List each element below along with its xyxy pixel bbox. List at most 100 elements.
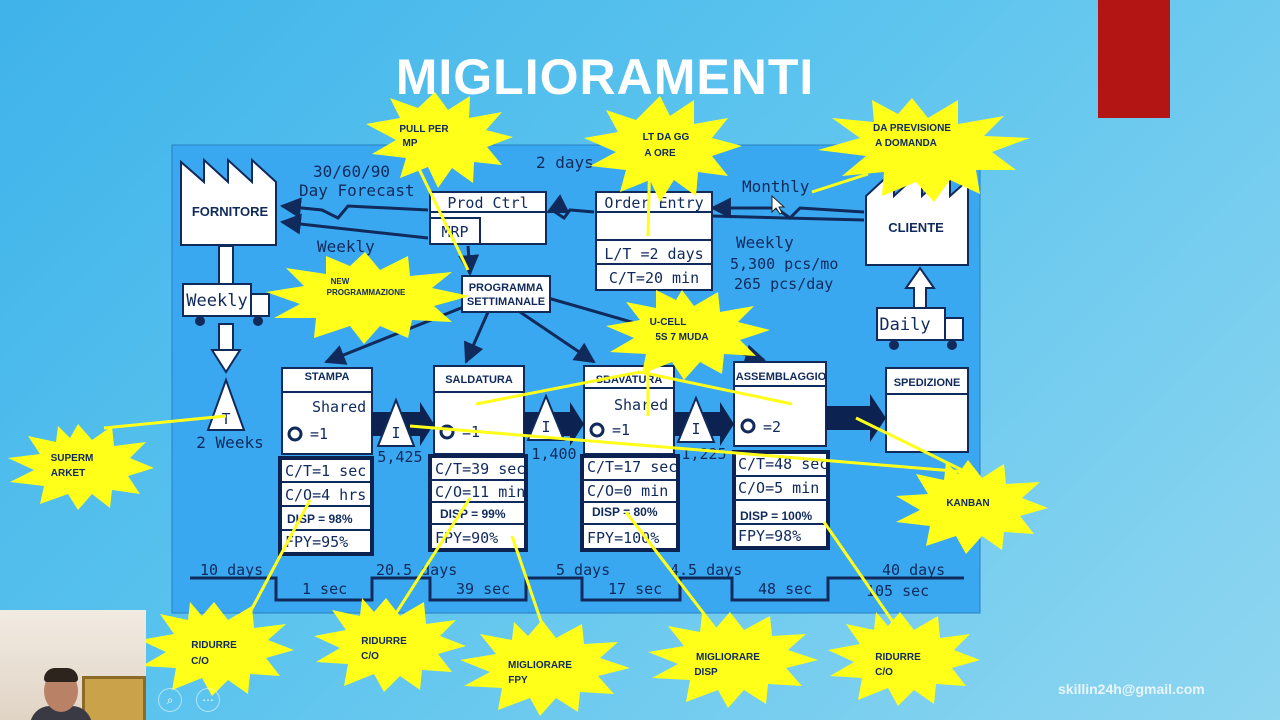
zoom-icon[interactable]: ⌕ [158,688,182,712]
svg-text:C/O=11 min: C/O=11 min [435,483,525,501]
svg-text:FPY=98%: FPY=98% [738,527,801,545]
prod-ctrl-label: Prod Ctrl [447,194,528,212]
svg-text:1 sec: 1 sec [302,580,347,598]
svg-text:NEW: NEW [331,277,350,286]
weekly-left-label: Weekly [317,237,375,256]
svg-text:=2: =2 [763,418,781,436]
production-control: Prod Ctrl MRP [430,192,546,244]
truck-in-label: Weekly [186,291,247,311]
order-ct: C/T=20 min [609,269,699,287]
svg-text:C/O=0 min: C/O=0 min [587,482,668,500]
schedule-line1: PROGRAMMA [469,282,544,294]
svg-text:DISP = 99%: DISP = 99% [440,507,506,521]
svg-text:48 sec: 48 sec [758,580,812,598]
order-entry: Order Entry L/T =2 days C/T=20 min [596,192,712,290]
svg-text:DISP = 80%: DISP = 80% [592,505,658,519]
demand-monthly: 5,300 pcs/mo [730,255,838,273]
svg-text:I: I [391,424,400,442]
burst-migliorare-fpy: MIGLIORARE FPY [460,620,630,716]
svg-text:I: I [541,418,550,436]
burst-migliorare-disp: MIGLIORARE DISP [648,612,818,708]
svg-text:T: T [221,410,230,428]
order-lt: L/T =2 days [604,245,703,263]
svg-text:U-CELL: U-CELL [650,317,687,328]
two-days-label: 2 days [536,153,594,172]
data-box-stampa: C/T=1 sec C/O=4 hrs DISP = 98% FPY=95% [280,458,372,554]
svg-text:DISP: DISP [694,667,718,678]
svg-text:A ORE: A ORE [644,148,676,159]
svg-text:4.5 days: 4.5 days [670,561,742,579]
svg-text:FPY: FPY [508,675,528,686]
svg-text:SUPERM: SUPERM [51,453,94,464]
svg-text:Shared: Shared [312,398,366,416]
svg-text:STAMPA: STAMPA [305,371,350,383]
forecast-line2: Day Forecast [299,181,415,200]
svg-text:MIGLIORARE: MIGLIORARE [508,660,572,671]
svg-text:PROGRAMMAZIONE: PROGRAMMAZIONE [327,288,406,297]
presenter-webcam [0,610,146,720]
svg-text:KANBAN: KANBAN [946,498,989,509]
svg-text:SPEDIZIONE: SPEDIZIONE [894,377,961,389]
svg-text:RIDURRE: RIDURRE [191,640,237,651]
forecast-line1: 30/60/90 [313,162,390,181]
svg-text:40 days: 40 days [882,561,945,579]
svg-text:SALDATURA: SALDATURA [445,374,513,386]
svg-text:C/O: C/O [191,656,209,667]
svg-text:5,425: 5,425 [377,448,422,466]
svg-text:5S 7 MUDA: 5S 7 MUDA [655,332,708,343]
svg-text:ASSEMBLAGGIO: ASSEMBLAGGIO [736,371,827,383]
svg-text:C/T=17 sec: C/T=17 sec [587,458,677,476]
svg-text:C/O: C/O [875,667,893,678]
svg-text:=1: =1 [612,421,630,439]
svg-text:10 days: 10 days [200,561,263,579]
svg-text:LT DA GG: LT DA GG [643,132,690,143]
process-assemblaggio: ASSEMBLAGGIO =2 [734,362,827,446]
monthly-label: Monthly [742,177,810,196]
process-stampa: STAMPA Shared =1 [282,368,372,454]
svg-text:5 days: 5 days [556,561,610,579]
process-saldatura: SALDATURA =1 [434,366,524,454]
schedule-line2: SETTIMANALE [467,296,545,308]
svg-text:A DOMANDA: A DOMANDA [875,138,937,149]
weekly-right-label: Weekly [736,233,794,252]
svg-text:DA PREVISIONE: DA PREVISIONE [873,123,951,134]
demand-daily: 265 pcs/day [734,275,833,293]
order-entry-label: Order Entry [604,194,703,212]
svg-text:Shared: Shared [614,396,668,414]
supermarket-time: 2 Weeks [196,433,263,452]
svg-text:1,400: 1,400 [531,445,576,463]
more-options-icon[interactable]: ⋯ [196,688,220,712]
svg-text:I: I [691,420,700,438]
weekly-schedule: PROGRAMMA SETTIMANALE [462,276,550,312]
svg-text:C/T=1 sec: C/T=1 sec [285,462,366,480]
svg-text:DISP = 100%: DISP = 100% [740,509,812,523]
svg-text:20.5 days: 20.5 days [376,561,457,579]
burst-ridurre-co-1: RIDURRE C/O [140,602,294,696]
burst-ridurre-co-3: RIDURRE C/O [828,612,980,706]
svg-text:C/O: C/O [361,651,379,662]
svg-text:MIGLIORARE: MIGLIORARE [696,652,760,663]
svg-text:RIDURRE: RIDURRE [875,652,921,663]
svg-text:C/T=39 sec: C/T=39 sec [435,460,525,478]
supplier-label: FORNITORE [192,204,269,219]
svg-text:MP: MP [403,138,418,149]
contact-email: skillin24h@gmail.com [1058,681,1205,697]
svg-text:PULL PER: PULL PER [399,124,449,135]
svg-text:=1: =1 [310,425,328,443]
svg-text:RIDURRE: RIDURRE [361,636,407,647]
svg-text:39 sec: 39 sec [456,580,510,598]
truck-out-label: Daily [879,315,930,335]
svg-text:FPY=100%: FPY=100% [587,529,659,547]
svg-text:ARKET: ARKET [51,468,85,479]
presenter-hair [44,668,78,682]
burst-supermarket: SUPERM ARKET [8,424,154,510]
data-box-sbavatura: C/T=17 sec C/O=0 min DISP = 80% FPY=100% [582,456,678,550]
svg-text:FPY=95%: FPY=95% [285,533,348,551]
svg-text:C/O=4 hrs: C/O=4 hrs [285,486,366,504]
svg-text:C/O=5 min: C/O=5 min [738,479,819,497]
background-painting [82,676,146,720]
data-box-assemblaggio: C/T=48 sec C/O=5 min DISP = 100% FPY=98% [734,452,828,548]
customer-label: CLIENTE [888,220,944,235]
svg-text:17 sec: 17 sec [608,580,662,598]
